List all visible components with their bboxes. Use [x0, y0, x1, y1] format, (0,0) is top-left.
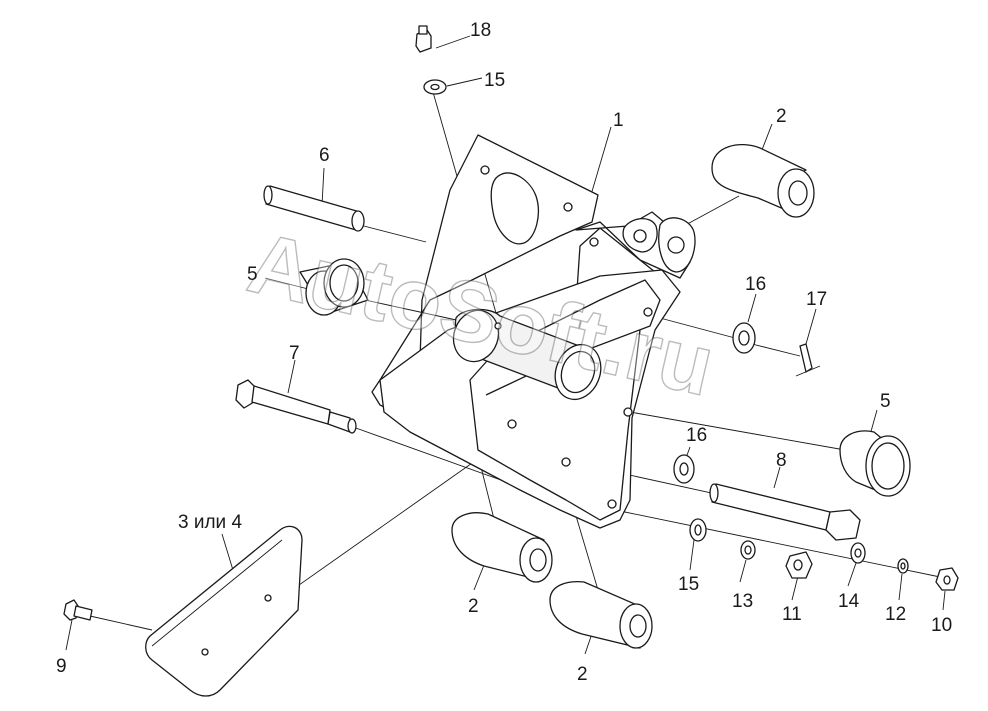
- cotter-pin-17: [795, 343, 821, 377]
- callout-1: 1: [613, 110, 624, 131]
- callout-13: 13: [732, 591, 753, 612]
- callout-2-top: 2: [776, 106, 787, 127]
- bushing-5-right: [839, 430, 911, 497]
- callout-3-or-4: 3 или 4: [178, 512, 242, 533]
- nut-10: [935, 567, 959, 591]
- callout-6: 6: [319, 145, 330, 166]
- callout-11: 11: [782, 604, 802, 625]
- bushing-2-top: [711, 144, 815, 218]
- washer-16-upper: [732, 322, 756, 354]
- callout-18: 18: [470, 20, 491, 41]
- pin-6: [263, 185, 365, 232]
- bolt-9: [63, 599, 93, 621]
- bolt-8: [709, 483, 861, 541]
- washer-15-lower: [689, 518, 707, 542]
- bushing-2-bottom: [549, 580, 653, 649]
- callout-5-right: 5: [880, 391, 891, 412]
- grease-fitting-18: [415, 25, 432, 53]
- callout-15-top: 15: [484, 70, 505, 91]
- washer-14: [850, 542, 866, 564]
- callout-14: 14: [838, 591, 860, 612]
- callout-15-lower: 15: [678, 574, 699, 595]
- callouts: 18 15 1 2 6 5 16 17 7 5 16 8 3 или 4 15 …: [56, 20, 952, 685]
- bolt-7: [235, 379, 357, 434]
- callout-7: 7: [289, 343, 300, 364]
- callout-10: 10: [931, 615, 952, 636]
- bushing-2-middle: [451, 512, 553, 583]
- callout-2-bottom: 2: [577, 664, 588, 685]
- lock-washer-13: [740, 540, 756, 560]
- callout-9: 9: [56, 656, 67, 677]
- callout-2-middle: 2: [468, 596, 479, 617]
- callout-8: 8: [776, 450, 787, 471]
- callout-16-lower: 16: [686, 425, 707, 446]
- lock-washer-12: [897, 558, 909, 574]
- nut-11: [785, 551, 813, 579]
- callout-12: 12: [885, 604, 906, 625]
- callout-17: 17: [806, 289, 827, 310]
- callout-16-upper: 16: [745, 274, 766, 295]
- callout-5-left: 5: [247, 264, 258, 285]
- bushing-5-left: [299, 258, 369, 316]
- bracket-tube: [452, 308, 602, 401]
- washer-16-lower: [673, 454, 695, 484]
- plate-3-or-4: [145, 525, 303, 697]
- washer-15-top: [423, 79, 447, 95]
